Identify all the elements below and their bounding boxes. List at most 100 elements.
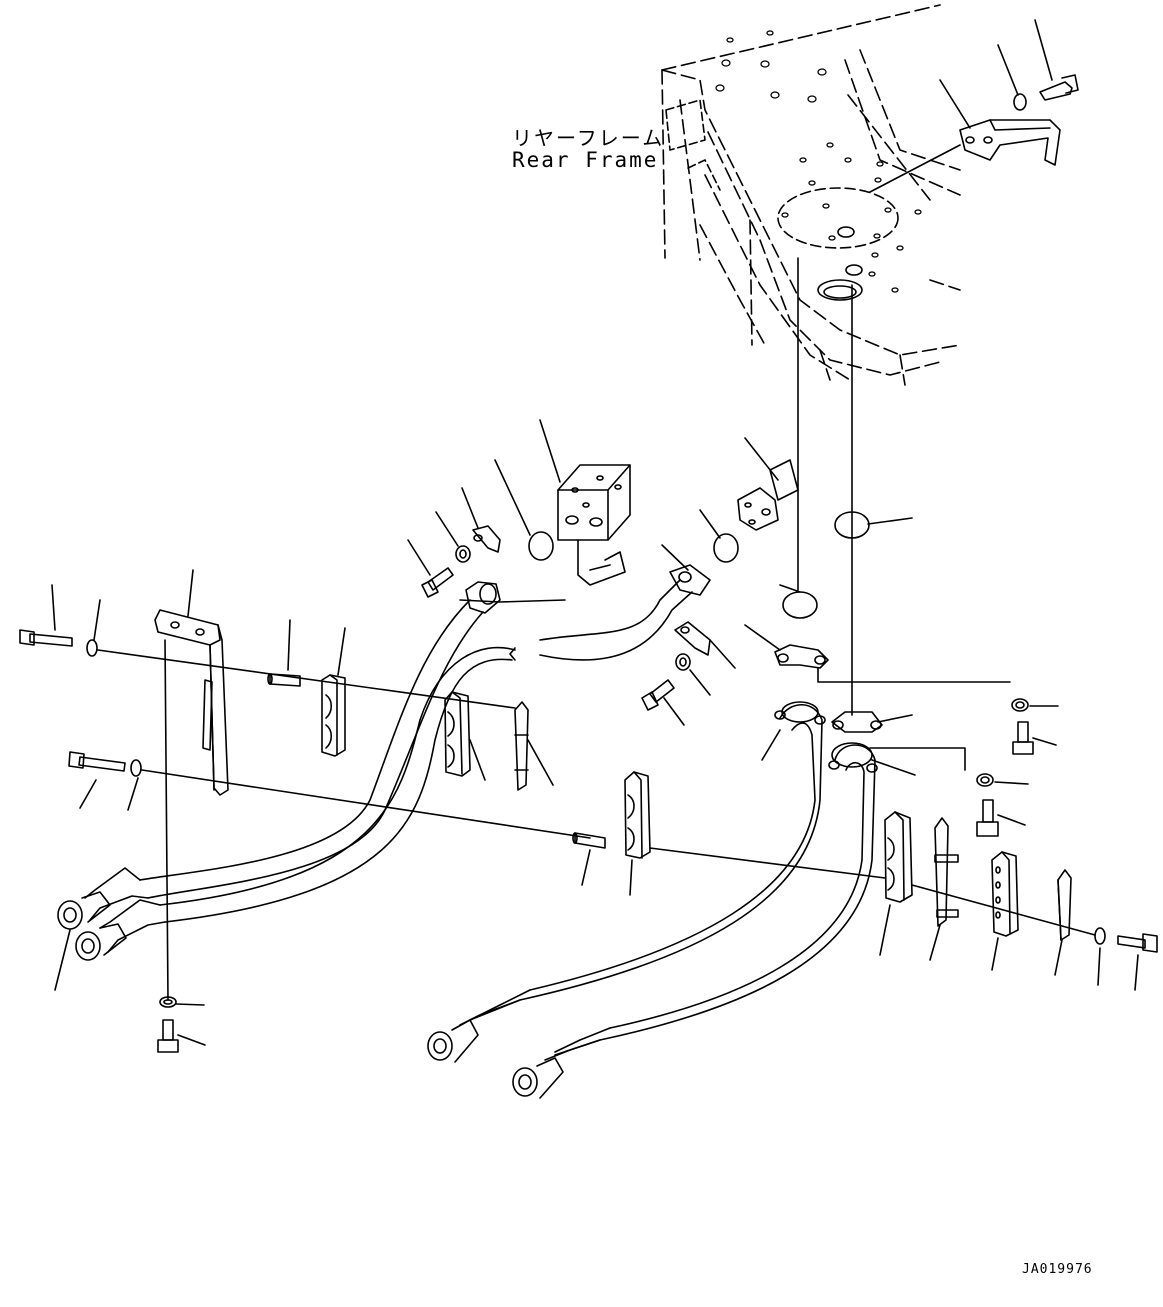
leader-line [469,739,486,781]
guide-line [817,667,1011,683]
leader-line [869,144,961,193]
hose-end-right-upper [427,989,531,1063]
split-flange [472,525,501,553]
leader-line [663,697,685,726]
rear-frame-label-japanese: リヤーフレーム [512,126,665,150]
clamp-block [624,771,651,859]
hose-right-upper [469,701,826,1021]
washer [159,996,177,1008]
leader-line [177,1034,206,1046]
leader-line [929,924,941,961]
leader-line [79,779,97,809]
leader-line [991,937,999,971]
clamp-block [884,811,913,903]
clamp-plate [1057,869,1072,941]
bolt [1012,721,1034,755]
leader-line [629,859,633,896]
leader-line [407,539,431,576]
leader-line [93,599,101,641]
o-ring [713,533,739,563]
leader-line [997,44,1019,96]
spacer [267,673,301,687]
top-washer [1013,93,1027,111]
top-bolt [1039,74,1079,101]
leader-line [494,459,531,536]
clamp-block [991,851,1019,937]
clamp-plate [934,817,959,927]
washer [1094,927,1106,945]
elbow-fitting [737,459,799,531]
leader-line [689,669,711,696]
leader-line [461,487,479,529]
washer [455,545,471,563]
leader-line [994,781,1029,785]
bolt [421,567,454,598]
leader-line [661,544,689,571]
leader-line [744,624,781,651]
guide-line [97,649,516,709]
leader-line [337,627,346,676]
spacer [572,832,606,849]
top-bracket [959,119,1061,166]
leader-line [1034,19,1053,81]
guide-line [164,639,169,1001]
leader-line [871,759,916,776]
leader-line [699,509,721,539]
leader-line [527,739,554,786]
leader-line [879,904,891,956]
split-flange [831,711,883,733]
washer [675,653,691,671]
washer [1011,698,1029,712]
washer [130,759,142,777]
leader-line [867,517,913,525]
bolt [19,629,73,647]
leader-line [51,584,56,631]
rear-frame-label: Rear Frame [512,148,659,172]
leader-line [581,849,591,886]
bolt [68,751,126,772]
bolt [641,679,675,711]
o-ring [782,591,818,619]
leader-line [539,419,561,483]
hose-left-lower [159,646,516,923]
o-ring [834,511,870,539]
washer [976,773,994,787]
leader-line [877,714,913,723]
o-ring [528,531,554,561]
clamp-plate [514,701,529,791]
leader-line [997,814,1026,826]
guide-line [649,847,886,879]
drawing-number: JA019976 [1022,1262,1093,1277]
bolt [976,799,999,837]
leader-line [187,569,194,617]
hose-end-upper [57,867,149,930]
leader-line [435,511,459,547]
leader-line [127,777,139,811]
split-flange [674,621,711,656]
hose-end-lower [75,899,166,961]
washer [86,639,98,657]
rear-frame [661,4,961,386]
leader-line [744,437,779,481]
clamp-block [321,674,346,757]
leader-line [1097,947,1101,986]
hose-middle [539,564,711,661]
leader-line [459,599,566,603]
bolt [157,1019,179,1053]
leader-line [1054,939,1063,976]
bolt [1117,933,1158,953]
clamp-block [444,691,471,777]
split-flange [774,644,829,669]
rear-frame-bracket [665,99,899,301]
leader-line [709,639,736,669]
guide-line [141,769,591,839]
leader-line [175,1003,205,1006]
valve-block [557,464,631,586]
leader-line [1032,737,1057,746]
hose-right-lower [554,742,878,1056]
leader-line [1134,954,1139,991]
left-bracket [154,609,229,796]
leader-line [761,729,781,761]
guide-line [911,884,1096,936]
